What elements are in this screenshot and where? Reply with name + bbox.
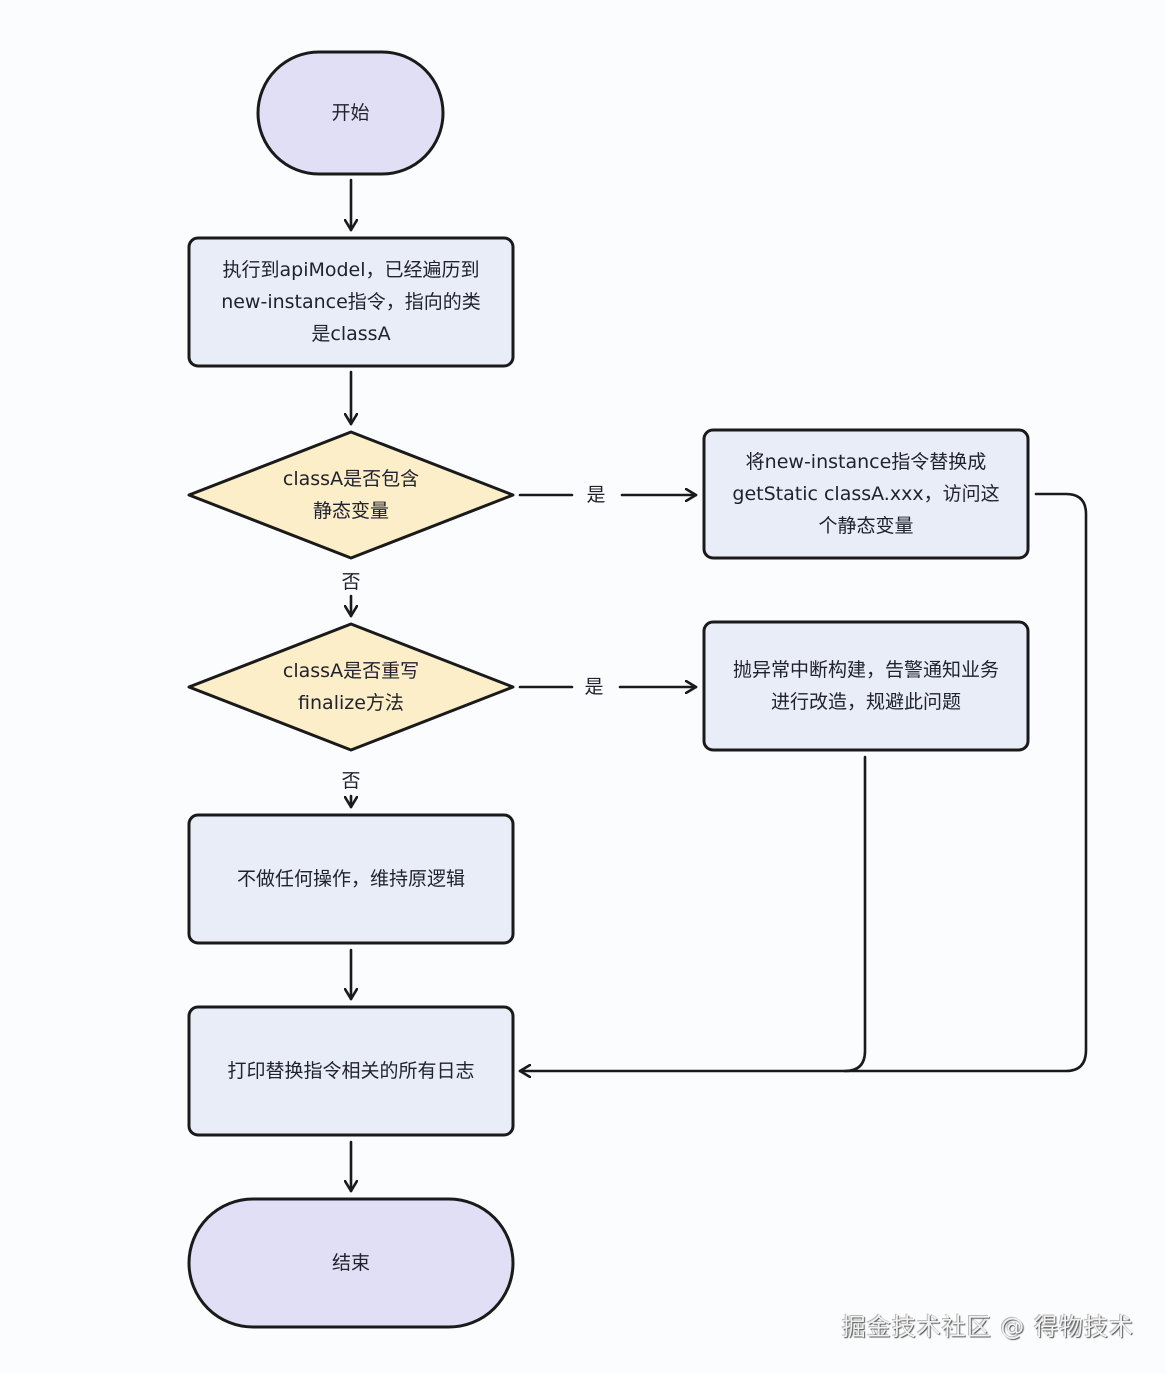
node-noop xyxy=(187,813,515,945)
edge-label-decision1-to-replace: 是 xyxy=(582,484,610,506)
node-decision1 xyxy=(187,430,515,560)
node-end xyxy=(187,1197,515,1329)
watermark: 掘金技术社区 @ 得物技术 xyxy=(841,1313,1134,1341)
node-start xyxy=(256,50,445,176)
node-log xyxy=(187,1005,515,1137)
edge-replace-to-log xyxy=(518,492,1088,1071)
edge-label-decision2-to-noop: 否 xyxy=(337,770,365,792)
node-decision2 xyxy=(187,622,515,752)
edge-label-decision2-to-throw: 是 xyxy=(580,676,608,698)
edge-throw-to-log xyxy=(843,755,867,1073)
node-replace xyxy=(702,428,1030,560)
node-throw xyxy=(702,620,1030,752)
edge-label-decision1-to-decision2: 否 xyxy=(337,571,365,593)
node-step1 xyxy=(187,236,515,368)
